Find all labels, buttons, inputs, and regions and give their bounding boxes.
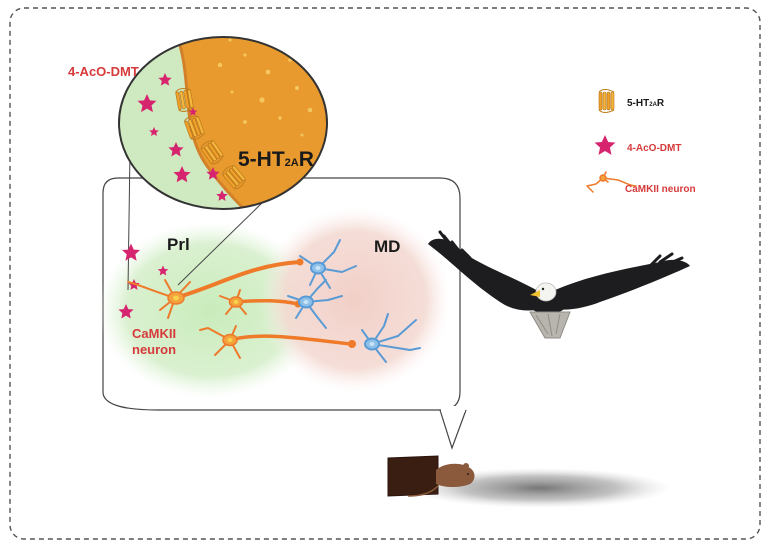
neuron-icon	[586, 171, 637, 193]
legend-receptor-label: 5-HT2AR	[627, 98, 665, 109]
neuron-label-line1: CaMKII	[132, 326, 176, 341]
callout-tail	[439, 409, 467, 450]
neuron-label-line2: neuron	[132, 342, 176, 357]
zoom-receptor-label: 5-HT2AR	[238, 148, 314, 171]
receptor-icon	[598, 89, 615, 113]
mouse-shadow	[410, 468, 670, 508]
drug-label: 4-AcO-DMT	[68, 64, 139, 79]
md-neurons	[287, 239, 421, 363]
legend-drug-label: 4-AcO-DMT	[627, 143, 681, 154]
zoom-circle: 5-HT2AR	[118, 36, 328, 210]
outer-frame	[9, 7, 761, 540]
camkii-neurons	[127, 258, 356, 359]
star-icon	[594, 135, 616, 155]
legend: 5-HT2AR 4-AcO-DMT CaMKII neuron	[586, 89, 696, 195]
prl-label: Prl	[167, 235, 190, 254]
zoom-line-right	[177, 199, 266, 286]
legend-neuron-label: CaMKII neuron	[625, 184, 696, 195]
mouse-illustration	[387, 455, 475, 497]
eagle-illustration	[428, 230, 690, 339]
md-label: MD	[374, 237, 400, 256]
md-region	[260, 208, 450, 392]
zoom-line-left	[127, 149, 131, 291]
